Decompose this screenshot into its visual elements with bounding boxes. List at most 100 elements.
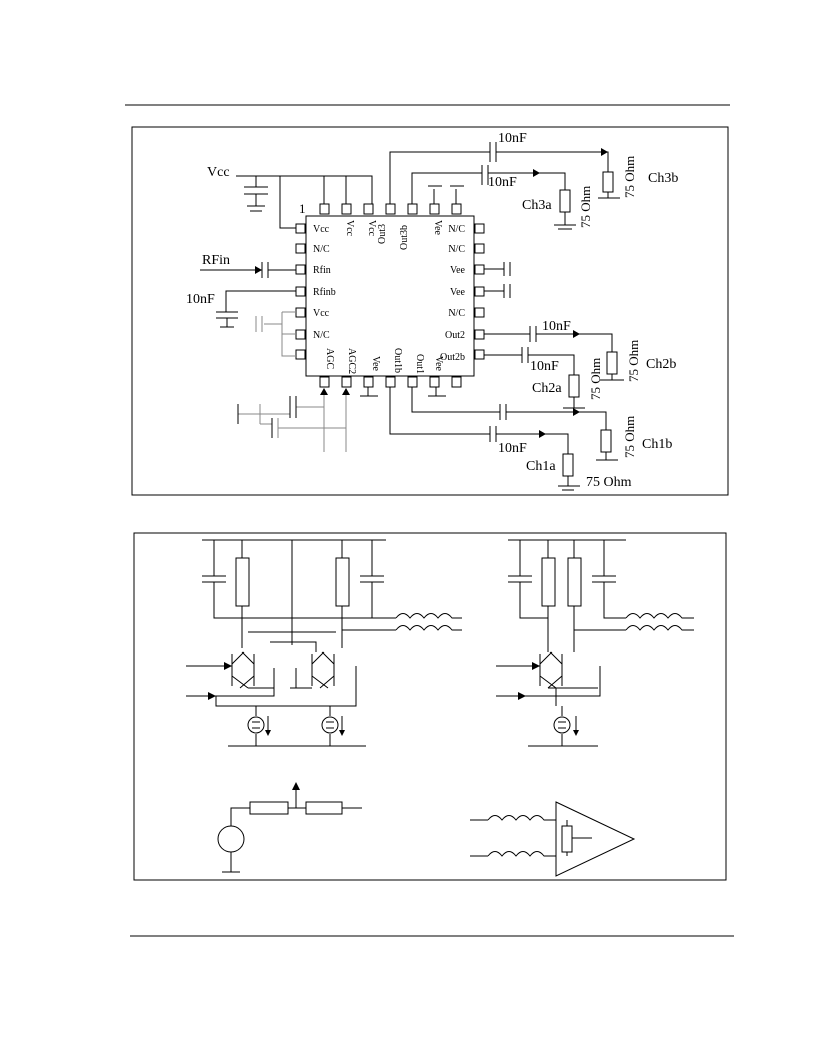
ch3a-ground xyxy=(554,212,576,230)
right-inductor-top xyxy=(625,613,694,619)
rfin-label: RFin xyxy=(202,253,230,268)
pin-label-right-nc: N/C xyxy=(448,224,465,235)
right-supply-cap-b xyxy=(592,540,626,619)
ch1b-label: Ch1b xyxy=(642,437,672,452)
input-network-wires xyxy=(222,786,362,873)
left-inductor-bottom xyxy=(395,625,462,631)
ch1a-label: Ch1a xyxy=(526,459,556,474)
ch2b-ohm-label: 75 Ohm xyxy=(626,340,641,382)
pin-label-left-nc2: N/C xyxy=(313,330,330,341)
left-transistor-pair-b xyxy=(311,651,335,689)
left-transistor-pair-a xyxy=(231,651,255,689)
out1-line xyxy=(411,387,607,430)
left-current-source-wires xyxy=(255,706,331,746)
pin-label-top-vcc2: Vcc xyxy=(366,220,377,237)
pin-label-bottom-out1b: Out1b xyxy=(392,348,403,373)
left-supply-cap-a xyxy=(202,540,380,619)
ch3a-label: Ch3a xyxy=(522,198,552,213)
signal-source xyxy=(217,825,245,853)
rfin-arrow xyxy=(255,266,262,274)
pin-label-left-vcc2: Vcc xyxy=(313,308,330,319)
ch2b-ground xyxy=(600,374,624,381)
agc-arrows xyxy=(320,388,350,395)
application-schematic: 1 xyxy=(186,131,678,491)
right-current-source-wires xyxy=(558,706,577,746)
cap-label-out2: 10nF xyxy=(542,319,571,334)
output-buffer xyxy=(470,801,636,877)
output-stage-right xyxy=(496,539,694,747)
left-current-source-b xyxy=(321,716,339,734)
left-cross-wires xyxy=(248,631,336,652)
ch2b-arrow xyxy=(573,330,580,338)
pin-label-right-nc2: N/C xyxy=(448,244,465,255)
cap-label-out2b: 10nF xyxy=(530,359,559,374)
cap-label-out3: 10nF xyxy=(498,131,527,146)
right-resistor-b xyxy=(567,557,582,607)
buffer-termination-resistor xyxy=(561,825,573,853)
vcc-rail xyxy=(236,175,373,229)
right-pin-boxes xyxy=(474,223,485,360)
pin-label-left-nc: N/C xyxy=(313,244,330,255)
left-current-arrows xyxy=(265,730,345,736)
bottom-vee-grounds xyxy=(360,387,446,397)
pin-label-bottom-agc: AGC xyxy=(324,348,335,369)
ch3a-arrow xyxy=(533,169,540,177)
left-inductor-leads xyxy=(342,617,396,631)
left-resistor-b xyxy=(335,557,350,607)
rfinb-decoupling-cap xyxy=(216,290,296,328)
pin1-marker: 1 xyxy=(299,201,306,216)
out3-line xyxy=(389,142,609,204)
left-supply-cap-b xyxy=(360,540,384,618)
right-inductor-bottom xyxy=(625,625,694,631)
bottom-pin-boxes xyxy=(319,376,462,388)
ch3b-resistor xyxy=(602,171,614,193)
ch1b-resistor xyxy=(600,429,612,453)
out1b-line xyxy=(389,387,569,454)
input-resistor-a xyxy=(249,801,289,815)
out2-line xyxy=(484,326,613,352)
application-schematic-frame xyxy=(131,126,729,496)
pin-label-left-rfin: Rfin xyxy=(313,265,331,276)
ch2a-label: Ch2a xyxy=(532,381,562,396)
left-resistor-a xyxy=(235,557,250,607)
pin-label-left-rfinb: Rfinb xyxy=(313,287,336,298)
right-resistor-a xyxy=(541,557,556,607)
vcc-decoupling-cap xyxy=(244,176,268,212)
ic-body xyxy=(305,215,475,377)
ch3b-ohm-label: 75 Ohm xyxy=(622,156,637,198)
pin-label-top-out3: Out3 xyxy=(377,224,388,244)
ch3b-label: Ch3b xyxy=(648,171,678,186)
input-network-arrow xyxy=(292,782,300,790)
ch1a-ohm-label: 75 Ohm xyxy=(586,475,632,490)
left-inductor-top xyxy=(395,613,462,619)
left-pin-boxes xyxy=(295,223,306,360)
pin-label-right-out2: Out2 xyxy=(445,330,465,341)
left-input-wires xyxy=(186,665,357,707)
output-stage-left xyxy=(186,539,462,747)
ch1b-ground xyxy=(596,452,618,461)
pin-label-right-vee2: Vee xyxy=(450,287,466,298)
ch3b-ground xyxy=(598,192,620,199)
pin-label-right-nc3: N/C xyxy=(448,308,465,319)
left-bypass-network xyxy=(255,311,296,357)
ch1b-arrow xyxy=(573,408,580,416)
ch1b-ohm-label: 75 Ohm xyxy=(622,416,637,458)
buffer-inductor-top xyxy=(487,815,556,821)
ch2b-label: Ch2b xyxy=(646,357,676,372)
ch1a-resistor xyxy=(562,453,574,477)
buffer-input-leads xyxy=(470,819,488,857)
right-input-wires xyxy=(496,665,601,706)
agc-filter-caps xyxy=(237,396,297,438)
out2b-line xyxy=(484,347,575,375)
ch2b-resistor xyxy=(606,351,618,375)
ch1a-ground xyxy=(558,476,580,491)
ch3a-ohm-label: 75 Ohm xyxy=(578,186,593,228)
pin-label-bottom-agc2: AGC2 xyxy=(346,348,357,374)
agc-filter-network xyxy=(238,400,346,438)
top-vee-bypass xyxy=(428,185,464,204)
pin-label-top-vcc: Vcc xyxy=(344,220,355,237)
top-pin-boxes xyxy=(319,203,462,215)
ch2a-ohm-label: 75 Ohm xyxy=(588,358,603,400)
right-current-source xyxy=(553,716,571,734)
